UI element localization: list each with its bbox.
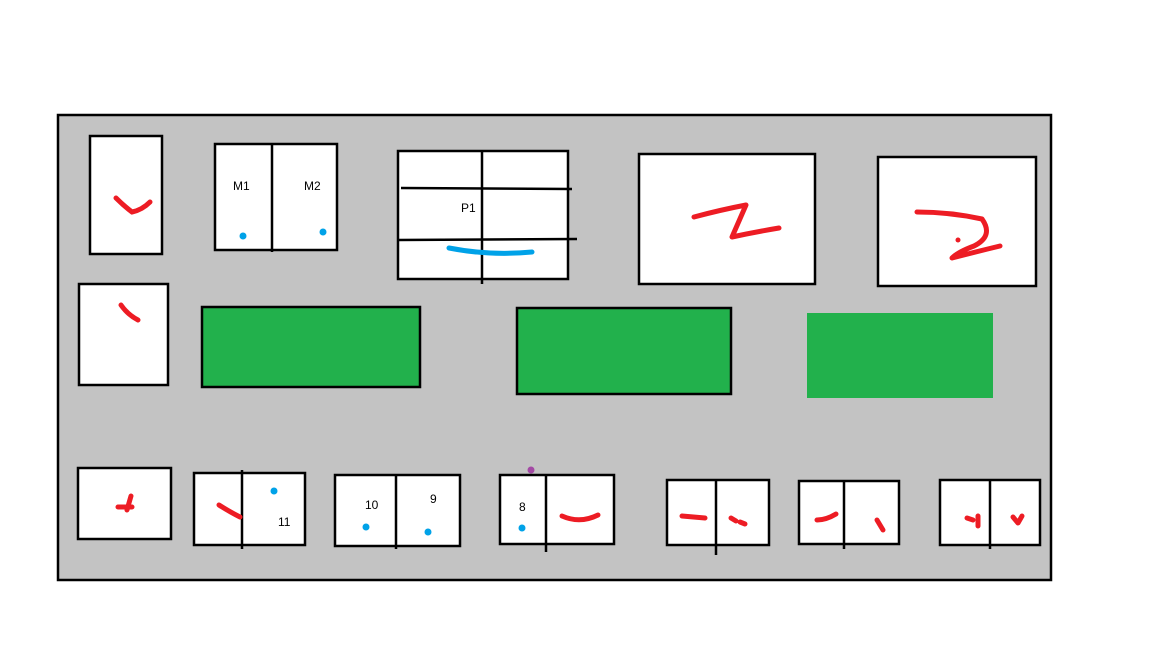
label-11: 11 <box>278 515 291 529</box>
blue-dot <box>424 528 432 536</box>
green-block-3 <box>807 313 993 398</box>
label-m2: M2 <box>304 179 321 193</box>
red-mark <box>216 502 243 520</box>
label-m1: M1 <box>233 179 250 193</box>
label-8: 8 <box>519 500 526 514</box>
box-10-9: 10 9 <box>333 473 462 549</box>
box-row2-1 <box>77 282 170 387</box>
red-dot <box>955 237 961 243</box>
red-mark <box>118 302 141 323</box>
blue-dot <box>319 228 327 236</box>
red-mark <box>964 513 981 529</box>
blue-dot <box>362 523 370 531</box>
label-9: 9 <box>430 492 437 506</box>
box-row1-5 <box>876 155 1038 288</box>
box-8: 8 <box>498 466 616 552</box>
box-p1: P1 <box>396 149 578 284</box>
blue-mark <box>446 245 535 256</box>
label-10: 10 <box>365 498 379 512</box>
red-mark <box>115 493 135 513</box>
blue-dot <box>518 524 526 532</box>
box-11: 11 <box>192 470 307 549</box>
red-mark <box>691 202 782 240</box>
green-block-1 <box>200 305 422 389</box>
purple-dot <box>527 466 535 474</box>
red-mark <box>679 513 708 521</box>
blue-dot <box>239 232 247 240</box>
red-mark <box>874 517 886 533</box>
box-row3-7 <box>938 478 1042 549</box>
box-row1-1 <box>88 134 164 256</box>
red-mark <box>914 209 1003 261</box>
box-row3-6 <box>797 479 901 549</box>
label-p1: P1 <box>461 201 476 215</box>
red-mark <box>728 515 748 527</box>
red-mark <box>814 511 839 523</box>
blue-dot <box>270 487 278 495</box>
green-block-2 <box>515 306 733 396</box>
red-mark <box>113 195 153 215</box>
box-row3-1 <box>76 466 173 541</box>
red-mark <box>559 512 601 523</box>
box-row3-5 <box>665 478 771 555</box>
box-row1-4 <box>637 152 817 286</box>
box-m1-m2: M1 M2 <box>213 142 339 252</box>
red-mark <box>1010 513 1025 526</box>
